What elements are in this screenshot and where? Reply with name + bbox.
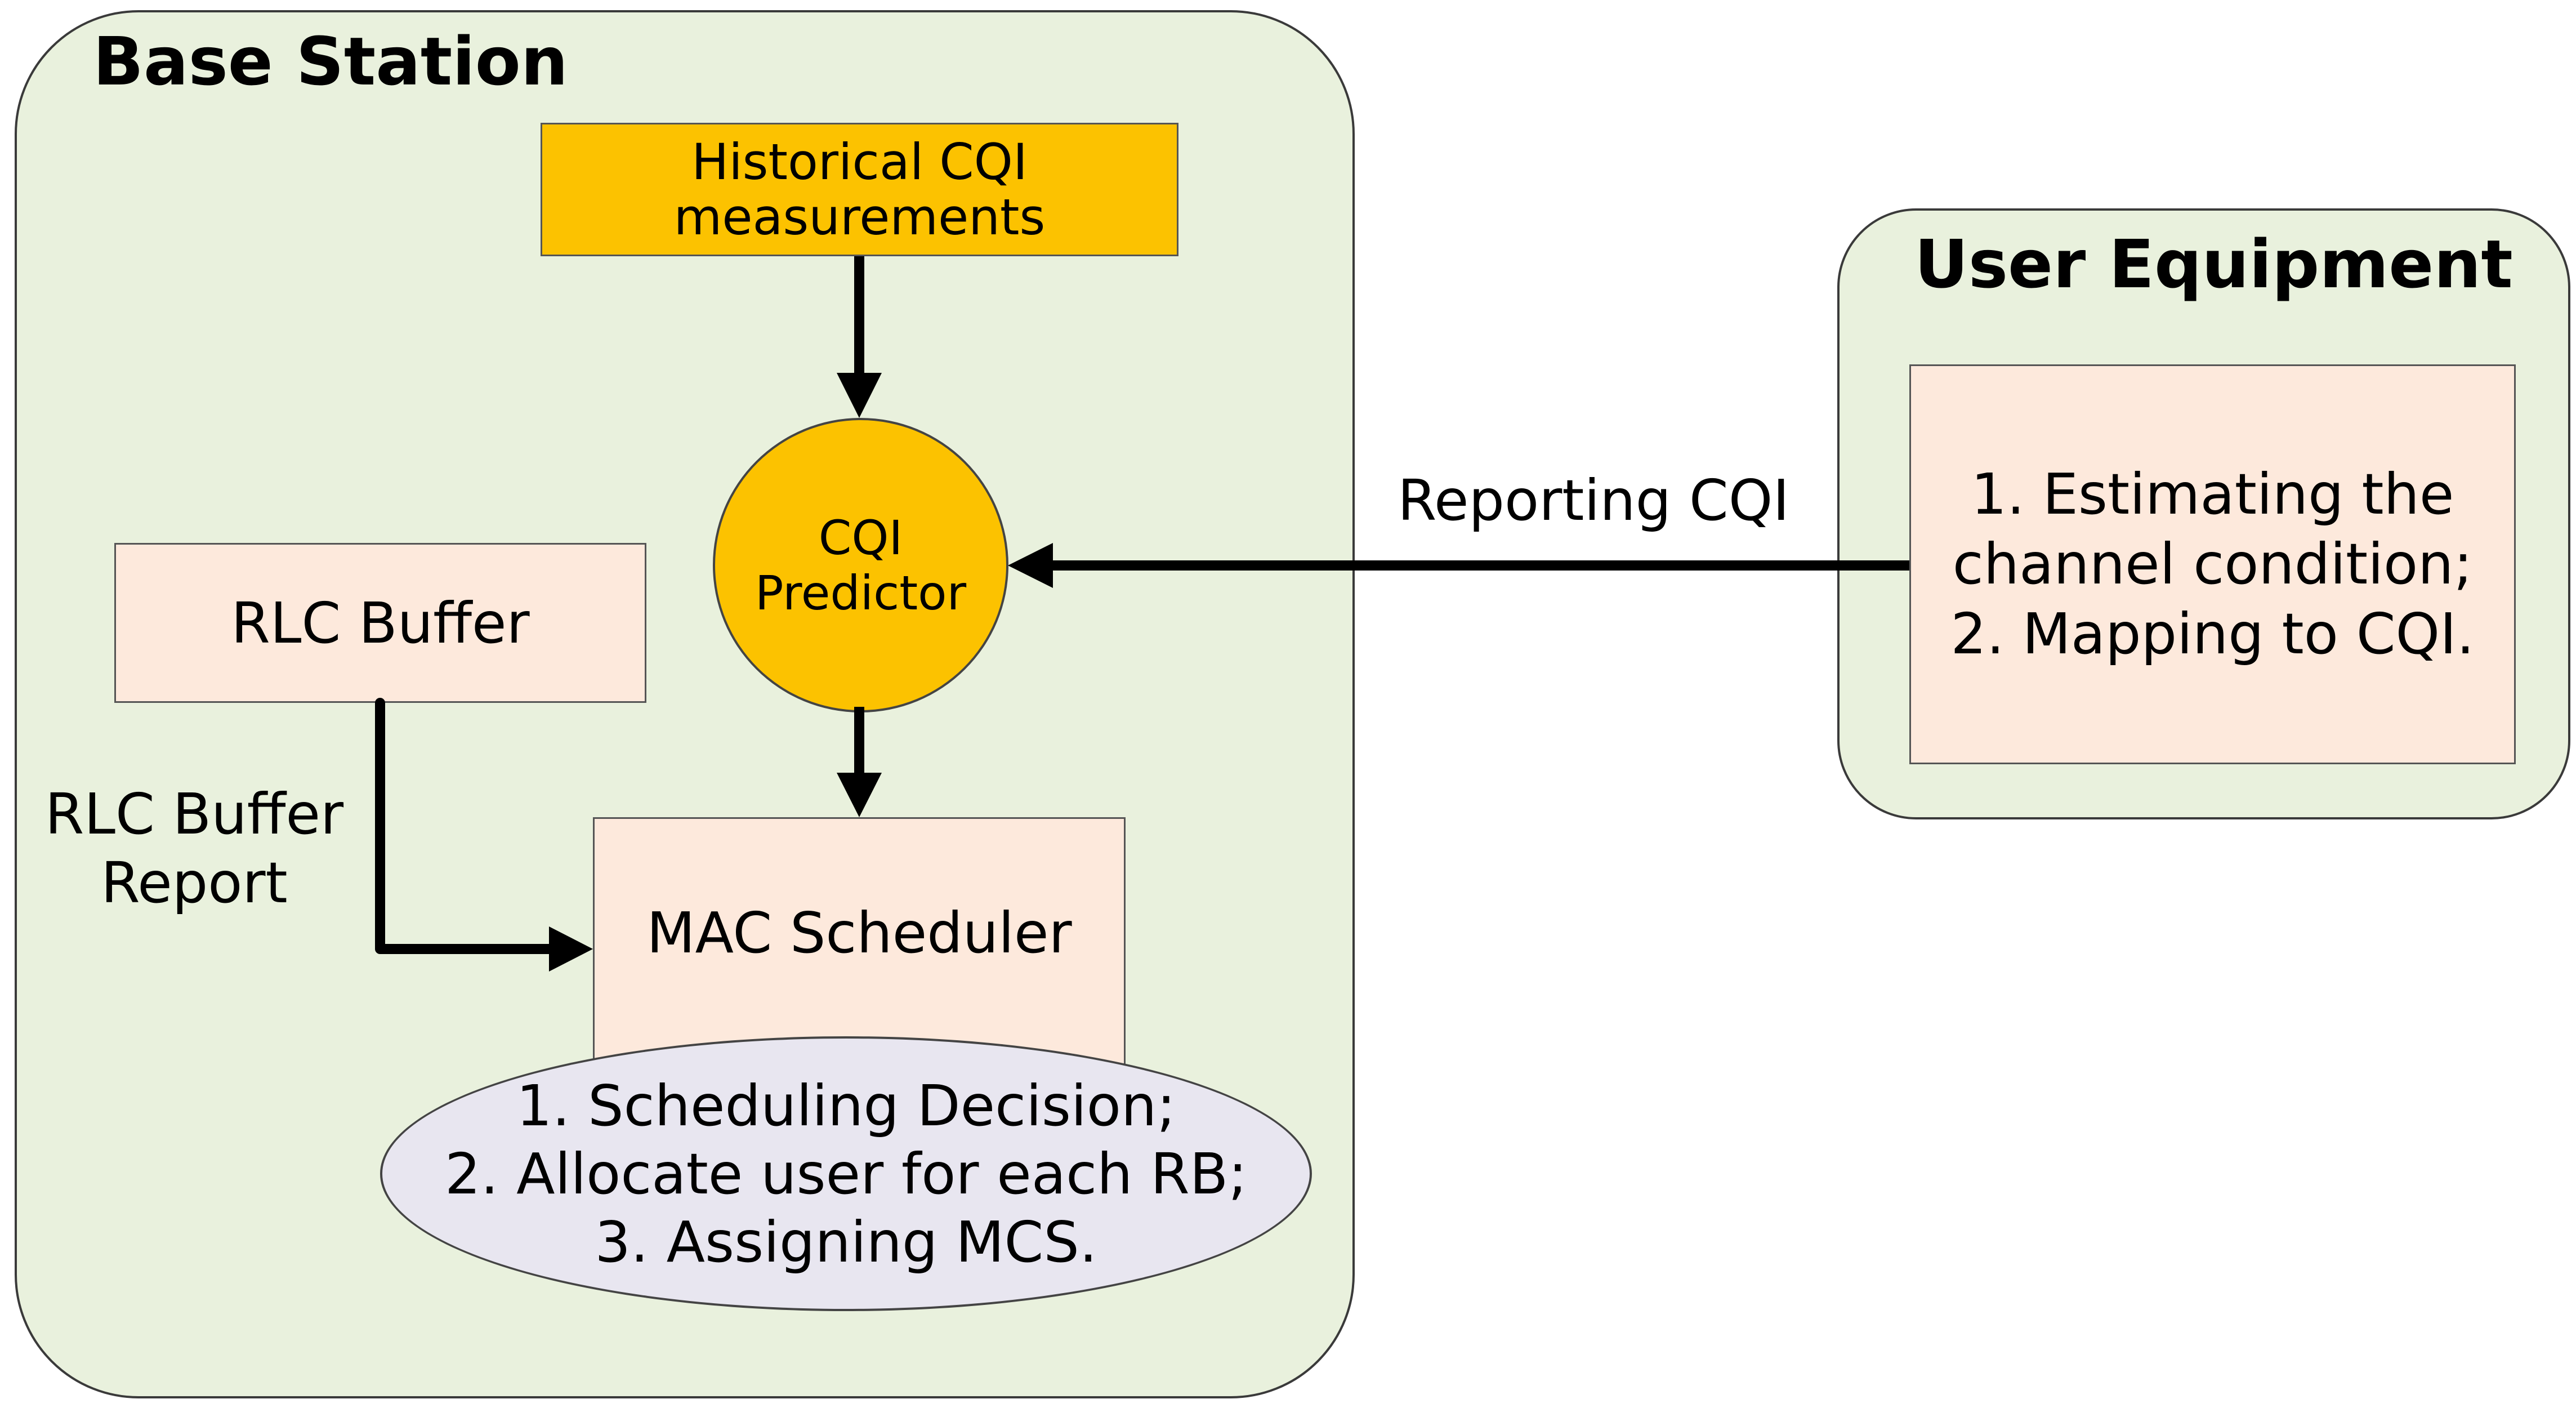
arrowhead-rlc-to-mac-icon bbox=[549, 926, 593, 972]
scheduler-decisions-ellipse: 1. Scheduling Decision; 2. Allocate user… bbox=[380, 1036, 1312, 1311]
rlc-buffer-box: RLC Buffer bbox=[114, 543, 646, 703]
arrowhead-historical-to-predictor-icon bbox=[837, 373, 882, 418]
ue-process-box: 1. Estimating the channel condition; 2. … bbox=[1909, 364, 2516, 764]
arrowhead-ue-to-predictor-icon bbox=[1008, 543, 1053, 588]
reporting-cqi-label: Reporting CQI bbox=[1398, 467, 1789, 533]
user-equipment-title: User Equipment bbox=[1914, 225, 2513, 303]
arrowhead-predictor-to-mac-icon bbox=[837, 773, 882, 817]
cqi-predictor-node: CQI Predictor bbox=[713, 418, 1008, 712]
arrow-rlc-to-mac bbox=[375, 698, 560, 954]
base-station-title: Base Station bbox=[93, 23, 568, 100]
historical-cqi-box: Historical CQI measurements bbox=[541, 123, 1178, 256]
rlc-buffer-report-label: RLC Buffer Report bbox=[44, 781, 344, 916]
